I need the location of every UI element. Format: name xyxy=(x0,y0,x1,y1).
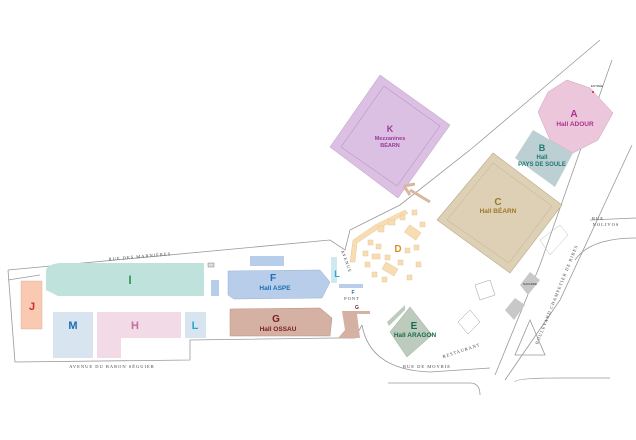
outline-building xyxy=(474,279,496,301)
hall-j[interactable]: J xyxy=(20,280,43,330)
hall-k-line2: BÉARN xyxy=(380,141,400,149)
stand xyxy=(381,261,399,277)
hall-m-label: M xyxy=(68,320,77,332)
hall-m[interactable]: M xyxy=(53,312,93,358)
bridge-g-label: G xyxy=(355,305,359,311)
street-boulevard-champetier-de-ribes: BOULEVARD CHAMPETIER DE RIBES xyxy=(534,244,579,345)
hall-b-shape xyxy=(515,130,573,187)
hall-k-shape xyxy=(329,74,451,199)
stand xyxy=(381,276,388,283)
stand xyxy=(367,239,374,246)
navarre-label: NAVARRE xyxy=(523,282,537,286)
arrow-icon xyxy=(402,182,431,204)
hall-c-bearn[interactable]: C Hall BÉARN xyxy=(436,152,563,274)
hall-g-name: Hall OSSAU xyxy=(260,326,297,333)
hall-l-west[interactable]: L xyxy=(185,312,206,338)
hall-b-line2: PAYS DE SOULE xyxy=(518,162,566,168)
hall-g-shape xyxy=(229,307,333,337)
area-d[interactable] xyxy=(349,209,426,283)
stand xyxy=(387,219,396,226)
street-rue-de-moyrie: RUE DE MOYRIE xyxy=(403,364,451,369)
hall-k-line1: Mezzanines xyxy=(375,136,406,142)
hall-e-name: Hall ARAGON xyxy=(394,332,437,339)
hall-l-east[interactable]: L xyxy=(331,257,340,283)
hall-a-name: Hall ADOUR xyxy=(556,121,594,128)
stand xyxy=(377,225,385,233)
hall-e-annex xyxy=(387,305,405,326)
stand xyxy=(397,259,404,266)
hall-f[interactable]: F Hall ASPE xyxy=(227,269,331,300)
hall-a-letter: A xyxy=(570,109,577,120)
pont-bridge xyxy=(339,284,363,288)
hall-c-inner-outline xyxy=(446,162,553,264)
hall-g[interactable]: G Hall OSSAU xyxy=(229,307,333,337)
hall-c-letter: C xyxy=(494,197,501,208)
hall-g-bridge xyxy=(338,311,370,338)
bridge-f-label: F xyxy=(351,290,354,296)
hall-b-letter: B xyxy=(539,143,546,153)
entrance-marker-icon xyxy=(592,91,594,93)
hall-c-shape xyxy=(436,152,563,274)
hall-b-pays-de-soule[interactable]: B Hall PAYS DE SOULE xyxy=(515,130,573,187)
hall-l-west-label: L xyxy=(192,320,199,332)
stand xyxy=(371,271,378,278)
kiosk xyxy=(207,262,215,268)
hall-l-west-shape xyxy=(185,312,206,338)
hall-f-shape xyxy=(227,269,331,300)
parking-area xyxy=(539,224,569,256)
hall-f-name: Hall ASPE xyxy=(259,285,291,292)
street-rue-nolivos-line1: RUE xyxy=(592,216,604,221)
outline-building xyxy=(457,309,481,335)
hall-j-shape xyxy=(20,280,43,330)
entrance-label: ENTRÉE xyxy=(591,83,603,88)
hall-l-east-shape xyxy=(331,257,337,283)
stand xyxy=(419,221,426,228)
street-avenue-baron-seguier: AVENUE DU BARON SÉGUIER xyxy=(69,364,155,369)
hall-e-aragon[interactable]: E Hall ARAGON xyxy=(387,305,437,358)
stand xyxy=(362,250,369,257)
hall-h[interactable]: H xyxy=(97,312,181,358)
street-rue-des-marnieres: RUE DES MARNIÈRES xyxy=(108,251,171,261)
service-building xyxy=(505,298,525,320)
area-d-label: D xyxy=(394,244,401,255)
hall-g-letter: G xyxy=(272,314,280,325)
stand xyxy=(371,253,381,260)
hall-i-label: I xyxy=(128,273,131,287)
hall-k-mezzanines[interactable]: K Mezzanines BÉARN xyxy=(329,74,451,199)
stand xyxy=(375,243,382,250)
stand xyxy=(399,214,406,221)
hall-f-letter: F xyxy=(270,273,276,284)
hall-k-letter: K xyxy=(387,124,394,134)
stand xyxy=(404,224,422,241)
hall-i[interactable]: I xyxy=(46,263,204,296)
hall-b-line1: Hall xyxy=(536,155,547,161)
hall-f-annex xyxy=(250,256,284,266)
hall-j-label: J xyxy=(29,301,35,313)
stand xyxy=(413,244,420,251)
navarre-building xyxy=(520,272,540,295)
street-rue-nolivos-line2: NOLIVOS xyxy=(593,222,620,227)
stand xyxy=(364,261,371,268)
hall-k-inner-outline xyxy=(340,85,441,187)
stand xyxy=(406,274,413,281)
hall-h-label: H xyxy=(131,320,139,332)
stand xyxy=(415,261,422,268)
restaurant-label: RESTAURANT xyxy=(442,342,481,359)
stand xyxy=(404,247,411,254)
hall-i-shape xyxy=(46,263,204,296)
hall-h-shape xyxy=(97,312,181,358)
stand xyxy=(411,209,418,216)
stand xyxy=(384,254,391,261)
hall-e-shape xyxy=(389,306,433,358)
hall-e-letter: E xyxy=(411,321,418,332)
hall-c-name: Hall BÉARN xyxy=(480,206,517,215)
hall-l-east-label: L xyxy=(334,269,340,279)
bridge-pont-label: PONT xyxy=(344,296,360,301)
hall-f-annex xyxy=(211,280,219,296)
hall-m-shape xyxy=(53,312,93,358)
